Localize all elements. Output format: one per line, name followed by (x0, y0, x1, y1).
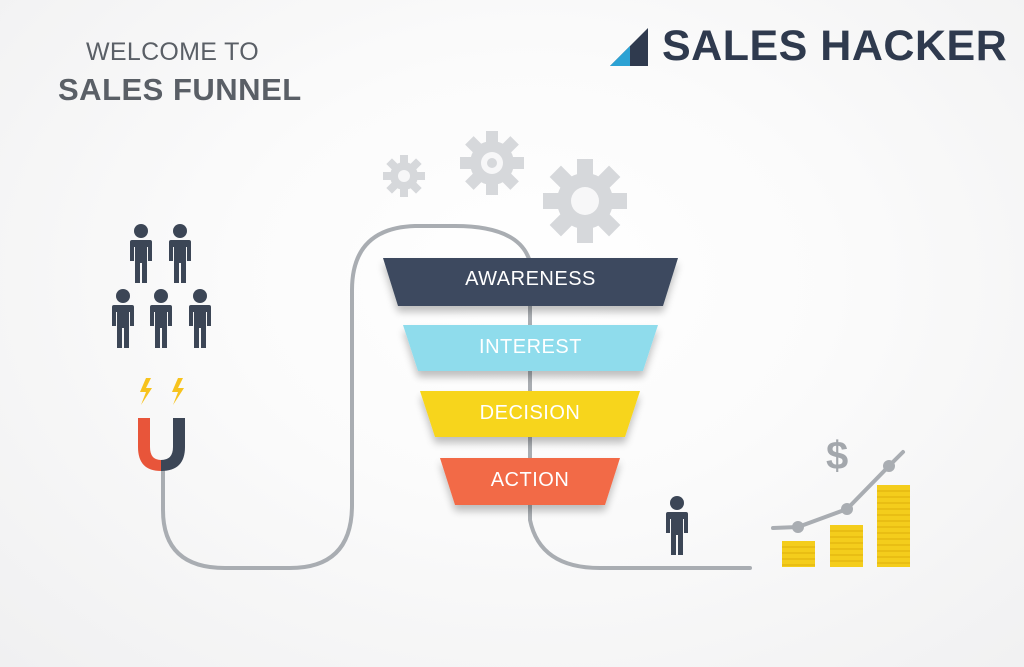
stage-label-interest: INTEREST (479, 336, 582, 358)
coin-stack-icon (782, 485, 910, 567)
coin-stack (830, 525, 863, 567)
gear-icon (383, 155, 425, 197)
coin-stack (877, 485, 910, 567)
brand-logo: SALES HACKER (610, 22, 1007, 70)
person-icon (169, 224, 191, 283)
stage-label-awareness: AWARENESS (465, 268, 596, 290)
person-icon (666, 496, 688, 555)
stage-label-decision: DECISION (479, 402, 581, 424)
people-group (112, 224, 211, 348)
gear-icon (460, 131, 524, 195)
funnel-stage-decision (420, 391, 640, 437)
flow-path (161, 224, 752, 570)
dollar-sign-icon: $ (826, 434, 849, 478)
person-icon (189, 289, 211, 348)
welcome-text: WELCOME TO (86, 38, 259, 66)
gear-icon (543, 159, 627, 243)
magnet-icon (138, 418, 185, 471)
lightning-icon (140, 378, 184, 405)
person-icon (150, 289, 172, 348)
brand-name: SALES HACKER (662, 22, 1008, 70)
funnel-stage-interest (403, 325, 658, 371)
person-icon (130, 224, 152, 283)
brand-mark-icon (610, 28, 648, 66)
page-title: SALES FUNNEL (58, 72, 302, 107)
funnel-stage-awareness (383, 258, 678, 306)
coin-stack (782, 541, 815, 567)
funnel-stage-action (440, 458, 620, 505)
person-icon (112, 289, 134, 348)
stage-label-action: ACTION (490, 469, 570, 491)
trend-line-icon (771, 450, 905, 533)
